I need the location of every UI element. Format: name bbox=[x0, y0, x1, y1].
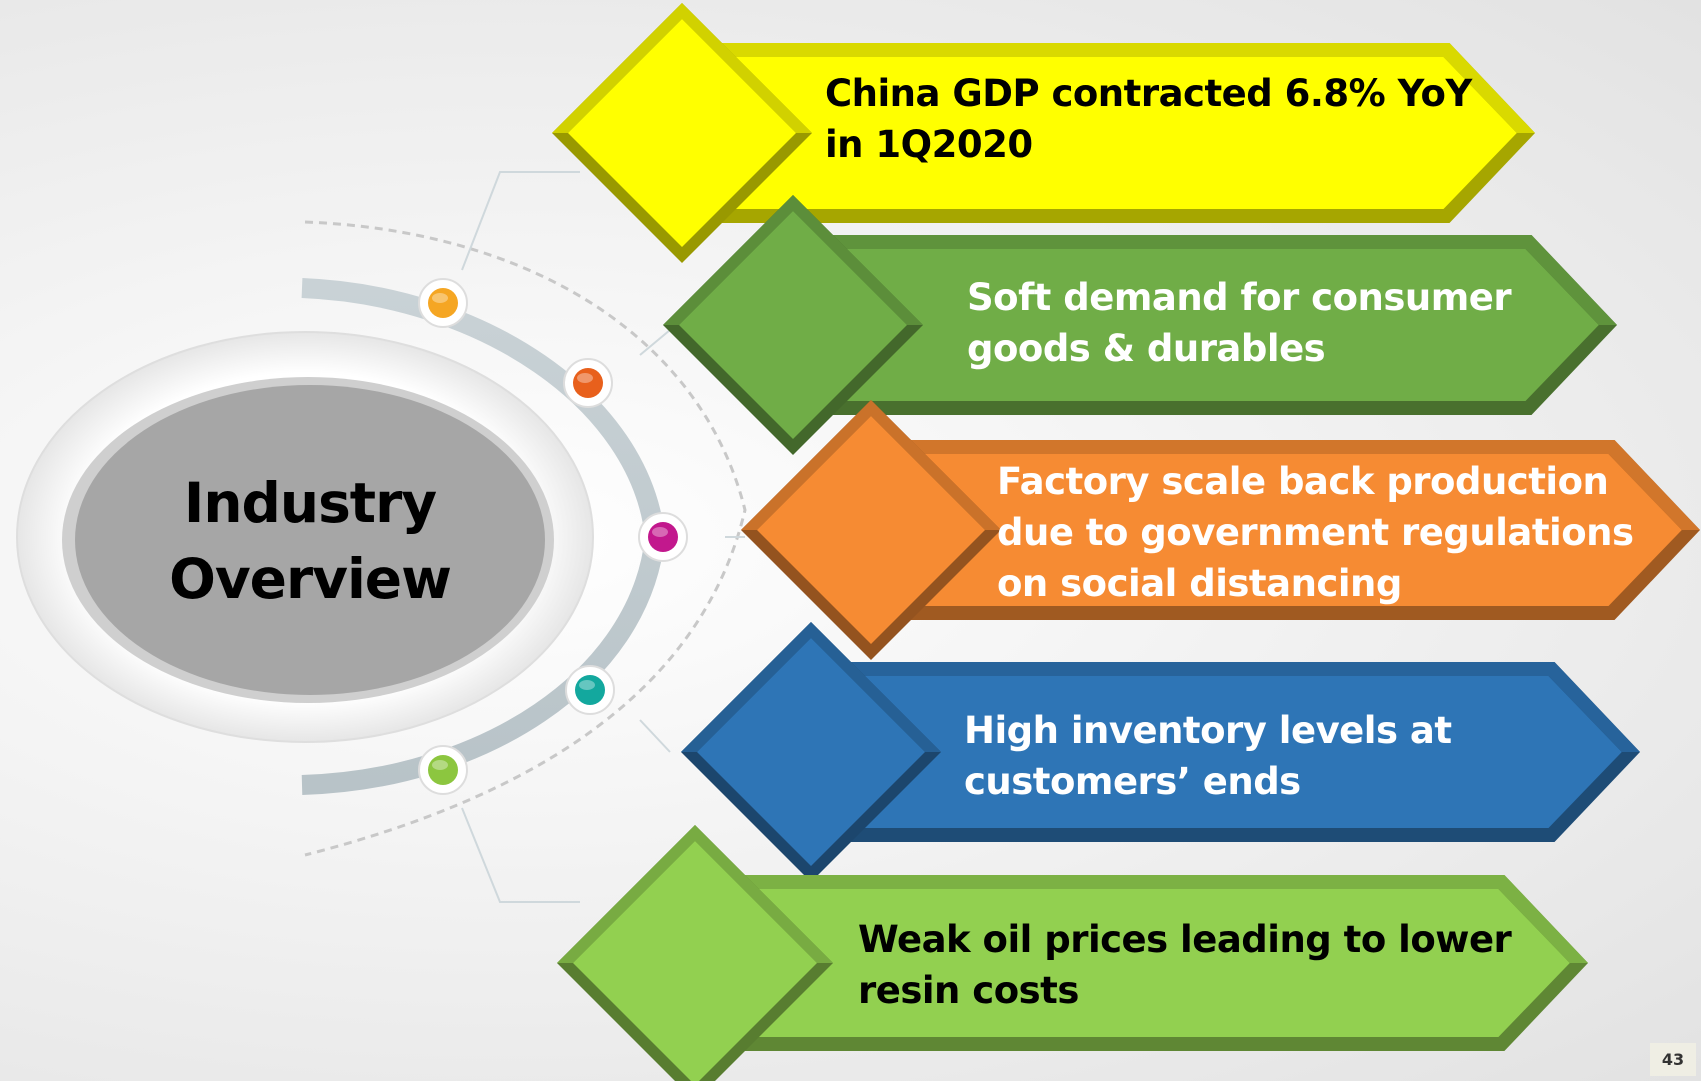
banner-text-line: resin costs bbox=[858, 969, 1079, 1012]
banner-text-line: on social distancing bbox=[997, 562, 1402, 605]
banner-text-line: Soft demand for consumer bbox=[967, 276, 1512, 319]
banner-text-line: China GDP contracted 6.8% YoY bbox=[825, 72, 1472, 115]
banner-bevel-top bbox=[720, 43, 1535, 133]
banner-diamond bbox=[568, 19, 796, 247]
connector-lines bbox=[461, 171, 745, 903]
banner-oil bbox=[557, 825, 1588, 1081]
banner-body bbox=[720, 57, 1517, 209]
banner-bevel-top bbox=[733, 875, 1588, 963]
banner-body bbox=[848, 676, 1622, 828]
banner-text-inventory: High inventory levels at customers’ ends bbox=[964, 705, 1452, 807]
banner-text-line: High inventory levels at bbox=[964, 709, 1452, 752]
banner-diamond-bevel bbox=[552, 3, 812, 133]
banner-body bbox=[733, 889, 1570, 1037]
banner-text-demand: Soft demand for consumer goods & durable… bbox=[967, 272, 1512, 374]
banner-bevel-top bbox=[905, 440, 1700, 530]
banner-diamond bbox=[697, 638, 925, 866]
banner-diamond bbox=[573, 841, 817, 1081]
banner-diamond-bevel bbox=[681, 622, 941, 752]
banner-text-line: customers’ ends bbox=[964, 760, 1301, 803]
center-title-line2: Overview bbox=[169, 547, 452, 611]
dot-magenta bbox=[638, 512, 688, 562]
banner-body bbox=[830, 249, 1599, 401]
connector-dots bbox=[418, 278, 688, 795]
banner-factory bbox=[741, 400, 1700, 660]
banner-bevel-top bbox=[848, 662, 1640, 752]
banner-demand bbox=[663, 195, 1617, 455]
banner-text-factory: Factory scale back production due to gov… bbox=[997, 456, 1634, 609]
banner-body bbox=[905, 454, 1682, 606]
banner-text-line: Weak oil prices leading to lower bbox=[858, 918, 1512, 961]
banner-list bbox=[552, 3, 1700, 1081]
banner-diamond-bevel bbox=[663, 195, 923, 325]
banner-diamond-bevel bbox=[741, 400, 1001, 530]
dot-green bbox=[418, 745, 468, 795]
dot-yellow bbox=[418, 278, 468, 328]
banner-diamond-bevel bbox=[557, 825, 833, 963]
banner-bevel-top bbox=[830, 235, 1617, 325]
banner-text-line: goods & durables bbox=[967, 327, 1326, 370]
decorative-arcs bbox=[304, 220, 747, 857]
dot-orange bbox=[563, 358, 613, 408]
center-title-line1: Industry bbox=[183, 471, 437, 535]
banner-text-line: due to government regulations bbox=[997, 511, 1634, 554]
banner-diamond bbox=[757, 416, 985, 644]
center-title: Industry Overview bbox=[70, 465, 550, 617]
banner-gdp bbox=[552, 3, 1535, 263]
banner-text-oil: Weak oil prices leading to lower resin c… bbox=[858, 914, 1512, 1016]
banner-text-gdp: China GDP contracted 6.8% YoY in 1Q2020 bbox=[825, 68, 1472, 170]
banner-inventory bbox=[681, 622, 1640, 882]
center-disc bbox=[75, 385, 545, 695]
dot-teal bbox=[565, 665, 615, 715]
page-number: 43 bbox=[1650, 1043, 1696, 1076]
banner-text-line: in 1Q2020 bbox=[825, 123, 1033, 166]
banner-text-line: Factory scale back production bbox=[997, 460, 1609, 503]
banner-diamond bbox=[679, 211, 907, 439]
